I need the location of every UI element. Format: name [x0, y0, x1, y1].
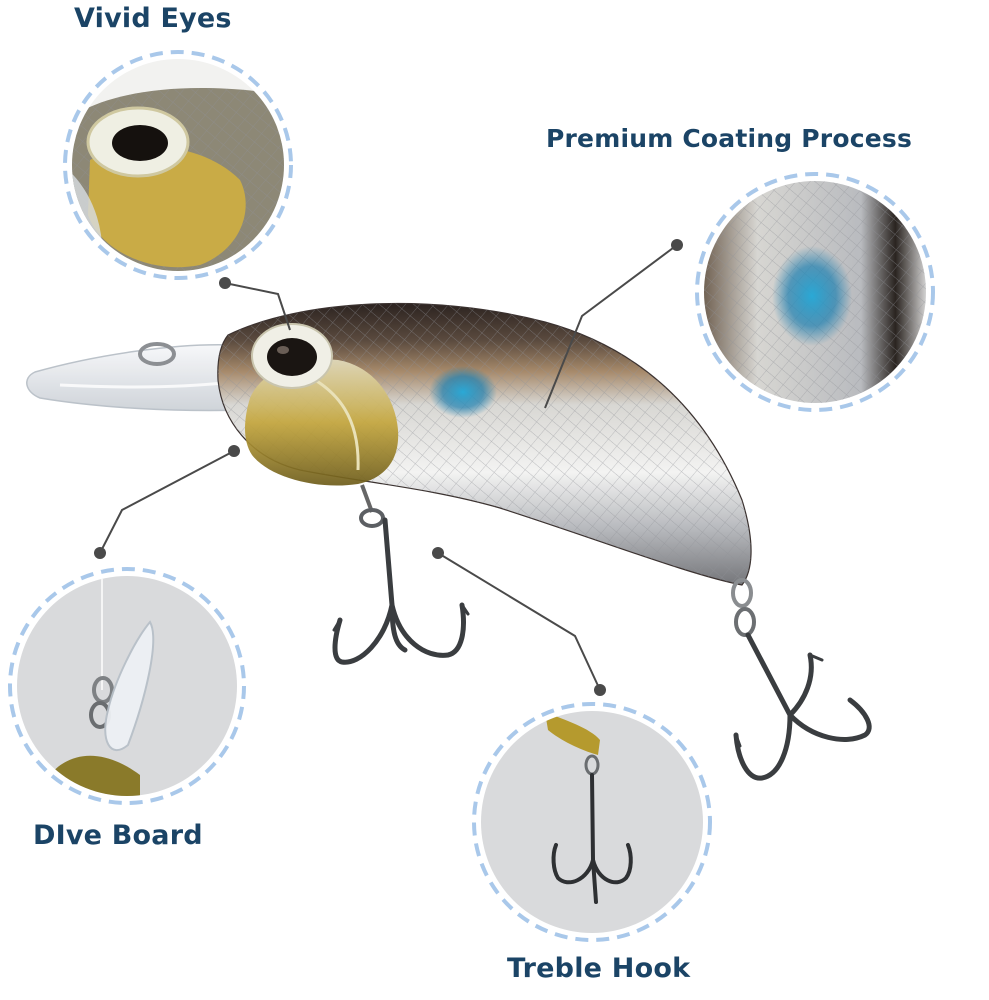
- coating-closeup: [695, 172, 935, 412]
- dive-board-closeup: [8, 567, 246, 805]
- dive-lip: [26, 344, 246, 412]
- treble-hook-closeup: [472, 702, 712, 942]
- leader-lines: [99, 244, 678, 691]
- vivid-eyes-closeup: [63, 50, 293, 280]
- lure-eye: [251, 323, 333, 389]
- label-dive-board: DIve Board: [33, 820, 203, 851]
- leader-dive-board: [99, 450, 235, 554]
- label-treble-hook: Treble Hook: [507, 953, 691, 984]
- leader-dots: [94, 239, 683, 696]
- label-vivid-eyes: Vivid Eyes: [74, 3, 232, 34]
- lure-main: [26, 302, 756, 637]
- blue-spot: [429, 366, 497, 418]
- leader-coating: [544, 244, 678, 409]
- line-tie-ring: [138, 342, 176, 366]
- belly-treble-hook: [332, 517, 470, 665]
- lure-head: [245, 359, 399, 486]
- leader-vivid-eyes: [224, 282, 291, 331]
- label-coating: Premium Coating Process: [546, 124, 913, 153]
- tail-treble-hook: [733, 632, 872, 781]
- leader-treble-hook: [437, 552, 601, 691]
